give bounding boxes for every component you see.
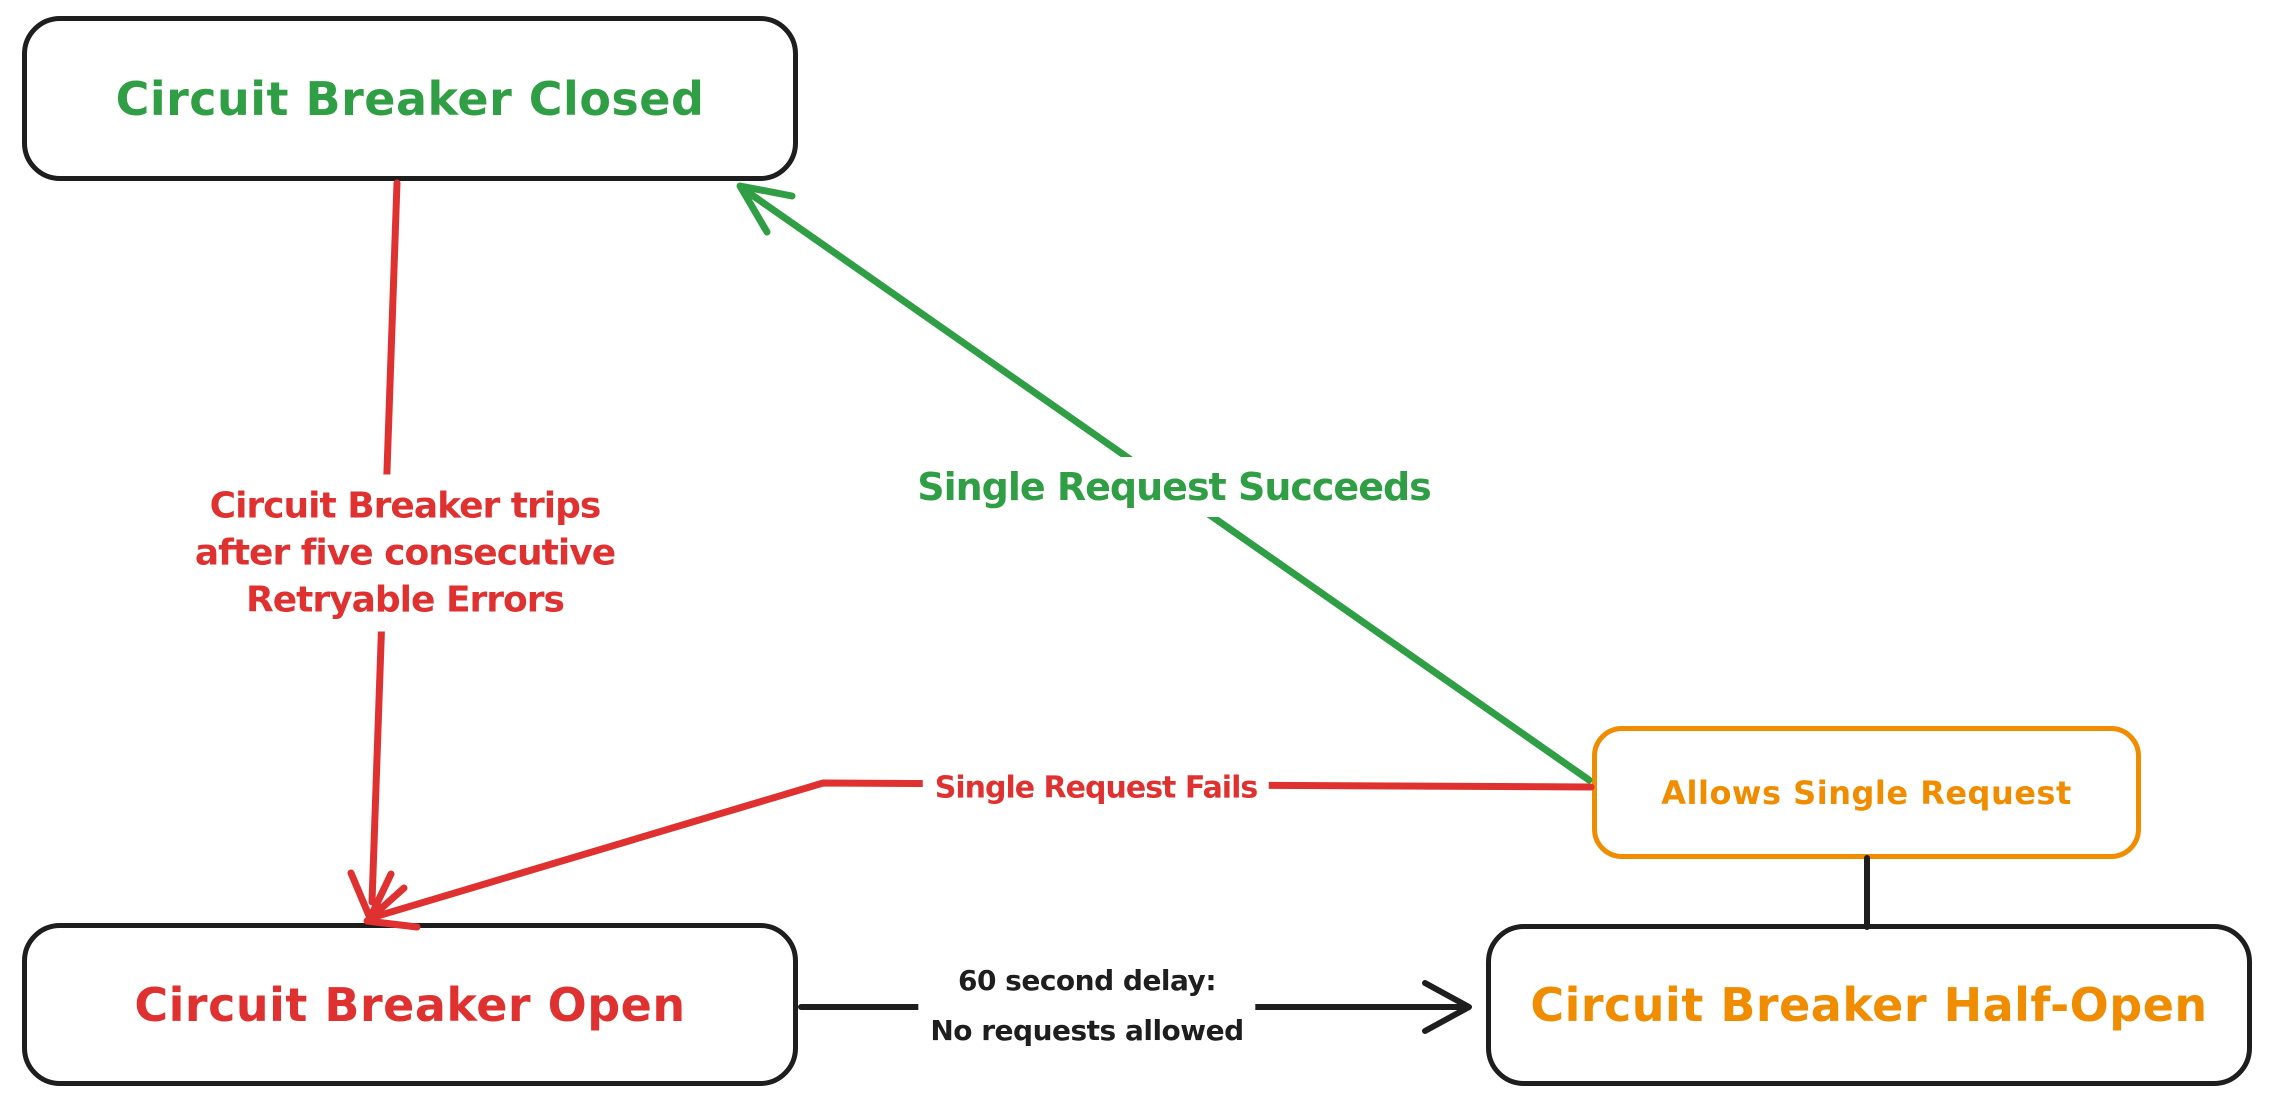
state-circuit-breaker-open: Circuit Breaker Open: [22, 923, 798, 1086]
fails-arrowhead-icon: [363, 884, 421, 931]
succeeds-edge-label: Single Request Succeeds: [905, 457, 1443, 517]
delay-label-line1: 60 second delay:: [957, 964, 1217, 997]
state-allows-label: Allows Single Request: [1661, 773, 2072, 812]
state-open-label: Circuit Breaker Open: [134, 977, 686, 1032]
trips-arrowhead-icon: [347, 869, 395, 922]
delay-arrowhead-icon: [1422, 980, 1472, 1034]
state-half-open-label: Circuit Breaker Half-Open: [1530, 978, 2208, 1032]
trips-label-line1: Circuit Breaker trips: [209, 485, 602, 527]
trips-label-line2: after five consecutive: [194, 532, 616, 574]
delay-edge-label: 60 second delay: No requests allowed: [918, 948, 1256, 1064]
trips-edge-label: Circuit Breaker trips after five consecu…: [182, 474, 628, 632]
delay-label-line2: No requests allowed: [930, 1014, 1244, 1047]
succeeds-arrowhead-icon: [736, 182, 796, 236]
trips-label-line3: Retryable Errors: [246, 579, 565, 621]
state-circuit-breaker-closed: Circuit Breaker Closed: [22, 16, 798, 181]
state-allows-single-request: Allows Single Request: [1592, 726, 2141, 859]
state-closed-label: Circuit Breaker Closed: [115, 71, 705, 126]
fails-edge-label: Single Request Fails: [922, 762, 1270, 814]
state-circuit-breaker-half-open: Circuit Breaker Half-Open: [1486, 924, 2252, 1086]
